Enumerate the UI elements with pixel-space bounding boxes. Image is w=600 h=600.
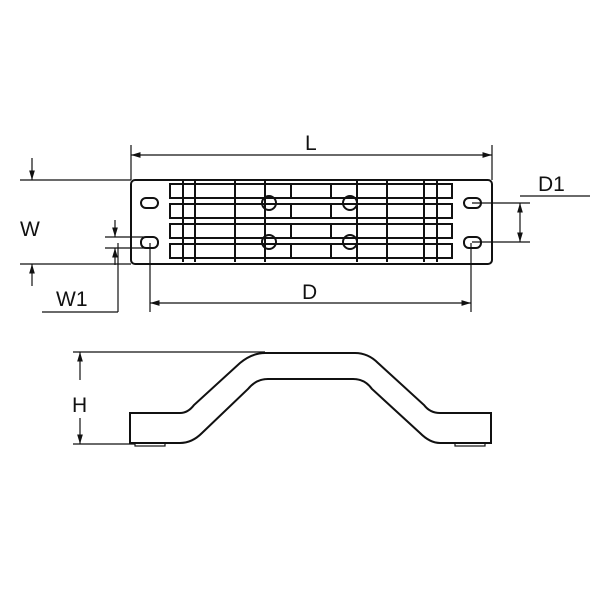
anode-profile bbox=[129, 352, 492, 444]
label-W1: W1 bbox=[56, 288, 88, 311]
feet bbox=[134, 442, 486, 447]
label-D1: D1 bbox=[538, 173, 565, 196]
top-view bbox=[130, 179, 493, 265]
plate-outline bbox=[130, 179, 493, 265]
label-L: L bbox=[305, 132, 317, 155]
grid-bars bbox=[169, 181, 453, 262]
dimension-W1: W1 bbox=[42, 220, 145, 313]
label-W: W bbox=[20, 218, 40, 241]
label-H: H bbox=[72, 394, 87, 417]
dimension-H: H bbox=[72, 351, 265, 445]
label-D: D bbox=[302, 281, 317, 304]
side-view bbox=[129, 352, 492, 447]
mounting-holes bbox=[261, 195, 358, 250]
dimension-L: L bbox=[130, 132, 493, 180]
dimension-D1: D1 bbox=[472, 173, 590, 243]
dimension-W: W bbox=[20, 158, 131, 286]
dimension-D: D bbox=[149, 243, 472, 312]
